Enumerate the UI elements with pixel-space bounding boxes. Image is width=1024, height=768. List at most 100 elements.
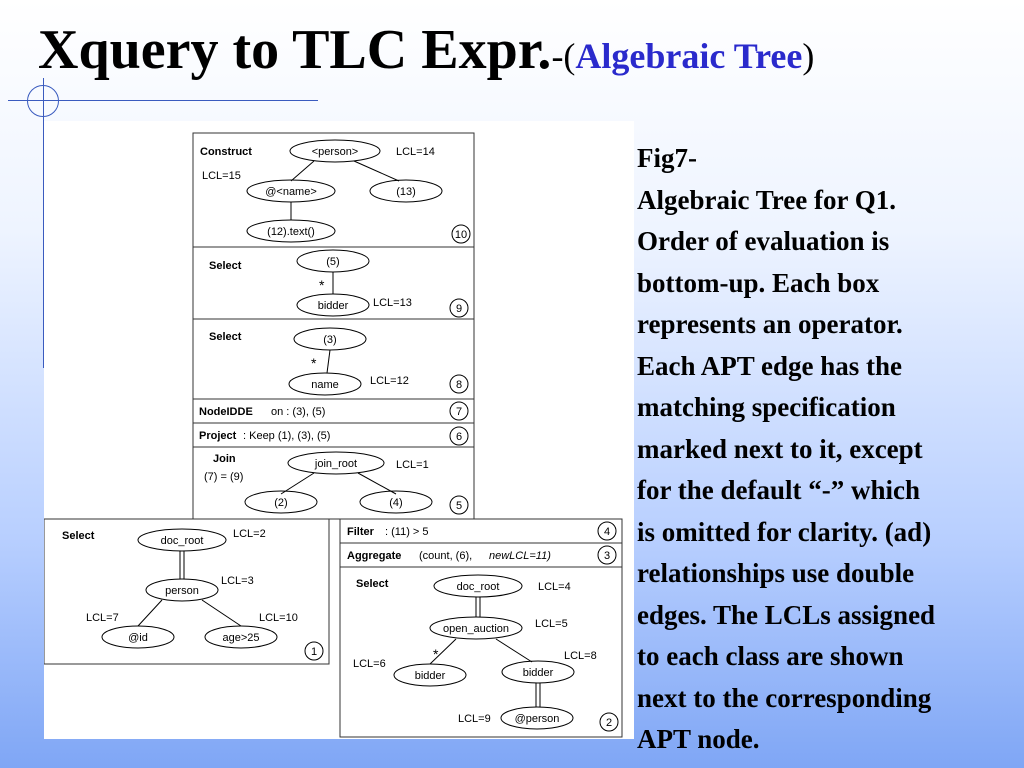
caption-line: edges. The LCLs assigned xyxy=(637,599,936,630)
project-operator: Project : Keep (1), (3), (5) 6 xyxy=(199,426,469,446)
edge-star: * xyxy=(319,277,325,293)
join-operator: Join (7) = (9) join_root LCL=1 (2) (4) 5 xyxy=(204,451,469,515)
title-dash: -( xyxy=(551,36,576,76)
node-join-root xyxy=(287,451,385,475)
op-number: 9 xyxy=(456,303,462,315)
op-number-circle xyxy=(597,545,617,565)
node-text: age>25 xyxy=(222,632,259,644)
node-text: (5) xyxy=(326,256,339,268)
node-2 xyxy=(244,490,318,514)
op-number: 1 xyxy=(311,646,317,658)
op-number-circle xyxy=(597,521,617,541)
node-name xyxy=(288,372,362,396)
tree-edge xyxy=(201,599,242,627)
tree-edge xyxy=(429,638,457,665)
tree-edge xyxy=(353,160,400,182)
lcl-label: LCL=13 xyxy=(373,297,412,309)
lcl-label: LCL=15 xyxy=(202,170,241,182)
node-text: doc_root xyxy=(457,581,500,593)
op-args: on : (3), (5) xyxy=(271,406,325,418)
caption-line: Algebraic Tree for Q1. xyxy=(637,184,896,215)
node-id xyxy=(101,625,175,649)
select-operator-8: Select (3) * name LCL=12 8 xyxy=(209,327,469,396)
operator-box-1 xyxy=(44,518,330,665)
node-text: @person xyxy=(515,713,560,725)
tree-edge xyxy=(280,472,315,495)
op-number-circle xyxy=(449,298,469,318)
node-text: (4) xyxy=(389,497,402,509)
op-number: 4 xyxy=(604,526,610,538)
join-condition: (7) = (9) xyxy=(204,471,243,483)
caption-line: marked next to it, except xyxy=(637,433,923,464)
lcl-label: LCL=2 xyxy=(233,528,266,540)
node-person xyxy=(289,139,381,163)
title-subtitle: Algebraic Tree xyxy=(575,36,803,76)
op-label: Filter xyxy=(347,526,375,538)
node-text: open_auction xyxy=(443,623,509,635)
caption-line: matching specification xyxy=(637,392,896,422)
op-number: 10 xyxy=(455,229,467,241)
node-bidder xyxy=(296,293,370,317)
lcl-label: LCL=7 xyxy=(86,612,119,624)
node-text: name xyxy=(311,379,339,391)
figure-caption: Fig7- Algebraic Tree for Q1. Order of ev… xyxy=(637,138,1021,761)
op-args: : (11) > 5 xyxy=(385,526,429,538)
node-age xyxy=(204,625,278,649)
op-args: (count, (6), xyxy=(419,550,472,562)
op-number: 6 xyxy=(456,431,462,443)
node-text: (13) xyxy=(396,186,416,198)
node-text-call xyxy=(246,219,336,243)
node-text: bidder xyxy=(523,667,554,679)
caption-line: Fig7- xyxy=(637,143,697,173)
caption-line: relationships use double xyxy=(637,558,915,588)
node-doc-root xyxy=(137,528,227,552)
construct-operator: Construct <person> LCL=14 LCL=15 @<name>… xyxy=(200,139,471,244)
operator-box-5 xyxy=(192,446,475,520)
op-label: Construct xyxy=(200,146,252,158)
op-number-circle xyxy=(449,426,469,446)
node-text: person xyxy=(165,585,199,597)
node-text: (2) xyxy=(274,497,287,509)
select-operator-2: Select doc_root LCL=4 open_auction LCL=5… xyxy=(353,574,619,732)
op-label: Select xyxy=(209,260,242,272)
node-text: @<name> xyxy=(265,186,317,198)
tree-edge xyxy=(357,472,397,495)
decorative-vertical-line xyxy=(43,78,44,368)
op-label: Select xyxy=(356,578,389,590)
lcl-label: LCL=10 xyxy=(259,612,298,624)
op-label: NodeIDDE xyxy=(199,406,253,418)
op-number-circle xyxy=(304,641,324,661)
node-person xyxy=(145,578,219,602)
node-open-auction xyxy=(429,616,523,640)
op-number: 8 xyxy=(456,379,462,391)
node-bidder xyxy=(393,663,467,687)
lcl-label: LCL=6 xyxy=(353,658,386,670)
node-doc-root xyxy=(433,574,523,598)
caption-line: represents an operator. xyxy=(637,309,903,339)
op-number: 7 xyxy=(456,406,462,418)
caption-line: APT node. xyxy=(637,724,760,754)
caption-line: bottom-up. Each box xyxy=(637,267,880,298)
caption-line: is omitted for clarity. (ad) xyxy=(637,516,932,547)
tree-edge xyxy=(137,599,163,627)
node-bidder xyxy=(501,660,575,684)
node-4 xyxy=(359,490,433,514)
tree-edge xyxy=(326,349,331,374)
op-number-circle xyxy=(449,495,469,515)
op-number-circle xyxy=(599,712,619,732)
node-text: bidder xyxy=(415,670,446,682)
op-number-circle xyxy=(449,401,469,421)
lcl-label: LCL=5 xyxy=(535,618,568,630)
node-text: (3) xyxy=(323,334,336,346)
node-text: join_root xyxy=(314,458,357,470)
node-13 xyxy=(369,179,443,203)
title-close-paren: ) xyxy=(802,36,815,76)
algebraic-tree-diagram: Construct <person> LCL=14 LCL=15 @<name>… xyxy=(44,132,623,738)
tree-edge xyxy=(495,638,533,663)
caption-line: for the default “-” which xyxy=(637,475,920,505)
node-text: bidder xyxy=(318,300,349,312)
algebraic-tree-figure: Construct <person> LCL=14 LCL=15 @<name>… xyxy=(44,121,634,739)
node-text: <person> xyxy=(312,146,358,158)
lcl-label: LCL=4 xyxy=(538,581,571,593)
tree-edge xyxy=(290,160,315,182)
